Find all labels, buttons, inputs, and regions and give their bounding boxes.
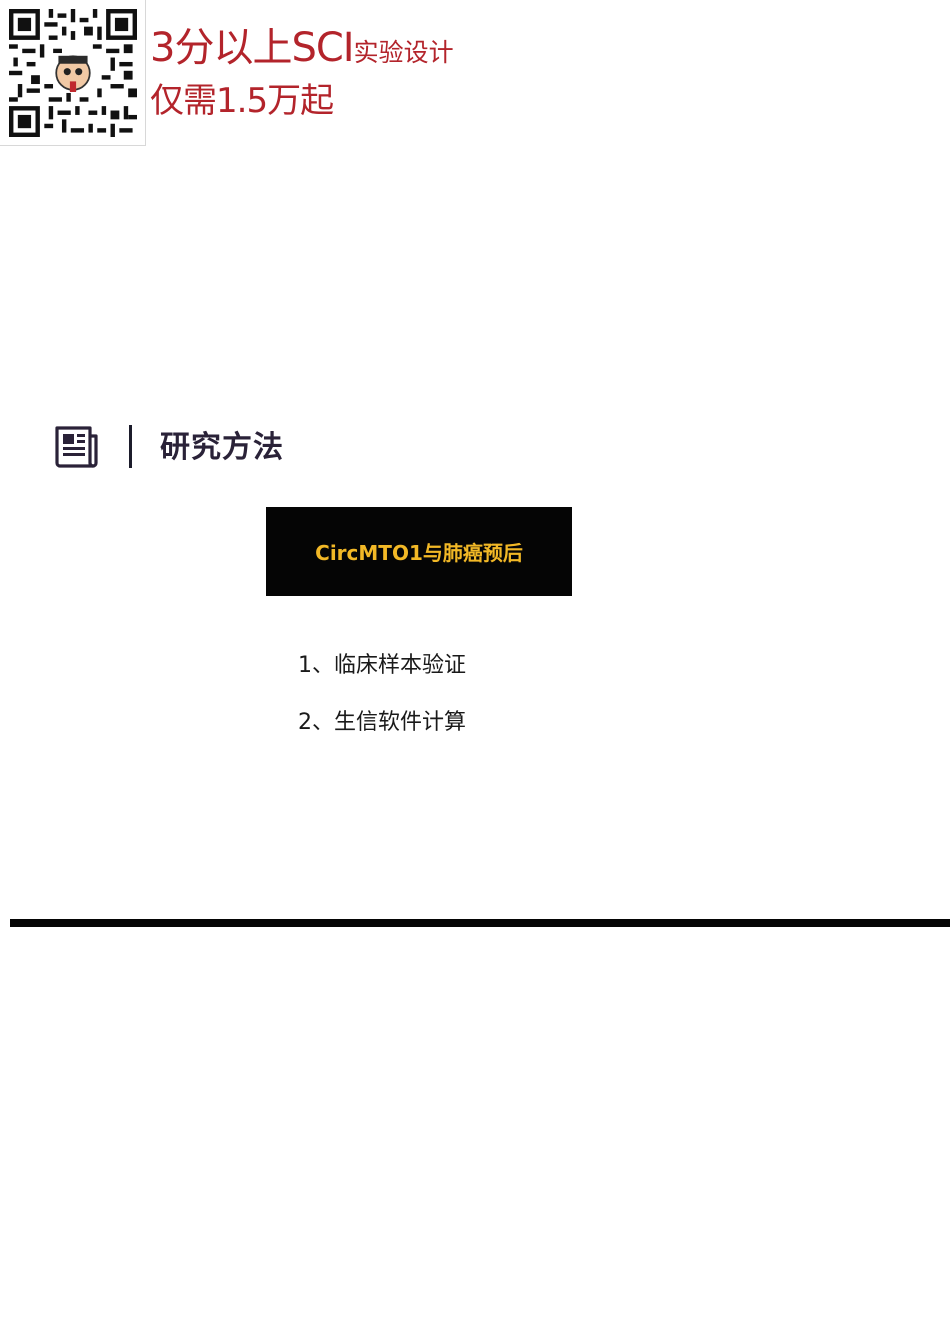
ad-headline[interactable]: 3分以上SCI实验设计 bbox=[150, 28, 454, 68]
ad-headline-suffix: 实验设计 bbox=[353, 38, 454, 67]
ad-price[interactable]: 仅需1.5万起 bbox=[150, 81, 334, 121]
topic-label: CircMTO1与肺癌预后 bbox=[315, 541, 523, 565]
list-item: 2、生信软件计算 bbox=[298, 710, 466, 735]
page-divider bbox=[10, 919, 950, 927]
section-title: 研究方法 bbox=[160, 430, 284, 465]
qr-code-icon bbox=[9, 9, 137, 137]
section-divider bbox=[129, 425, 132, 468]
qr-code-block[interactable] bbox=[0, 0, 146, 146]
method-list: 1、临床样本验证 2、生信软件计算 bbox=[298, 650, 466, 764]
ad-price-main: 仅需1.5万起 bbox=[150, 81, 334, 121]
topic-box: CircMTO1与肺癌预后 bbox=[266, 507, 572, 596]
newspaper-icon bbox=[54, 424, 100, 470]
ad-headline-main: 3分以上SCI bbox=[150, 25, 355, 71]
list-item: 1、临床样本验证 bbox=[298, 653, 466, 678]
